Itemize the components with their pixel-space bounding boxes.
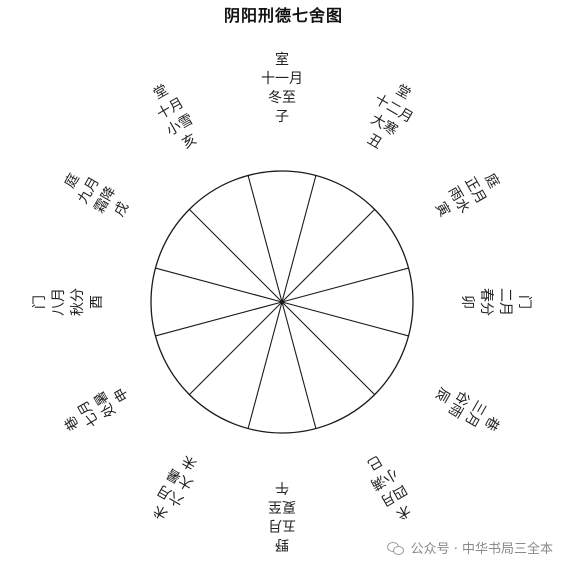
sector-label-line: 巳 [364,452,384,473]
sector-label-line: 室 [275,51,289,68]
sector-divider [281,301,376,396]
sector-label-line: 春分 [478,288,494,316]
sector-divider [247,301,283,429]
sector-divider [247,175,283,303]
sector-divider [281,175,317,303]
sector-divider [281,301,409,337]
sector-divider [281,267,409,303]
sector-divider [188,208,283,303]
sector-label-line: 酉 [89,295,105,309]
sector-label-line: 申 [111,384,132,404]
sector-label-line: 巷 [62,413,83,433]
sector-divider [155,301,283,337]
sector-label-line: 冬至 [268,90,296,106]
sector-label-line: 庭 [481,170,503,191]
page-title: 阴阳刑德七舍图 [223,6,343,25]
sector-label-line: 寅 [432,199,454,220]
sector-label-line: 十一月 [261,71,303,87]
sector-label-line: 未 [179,452,199,473]
sector-label-line: 卯 [459,295,475,309]
sector-label-line: 门 [516,295,532,309]
sector-label-line: 秋分 [70,288,86,316]
sector-label-line: 庭 [61,170,83,191]
sector-label-line: 子 [275,109,289,125]
outer-circle [150,170,414,434]
sector-divider [281,208,376,303]
sector-label-line: 门 [32,295,48,309]
sector-label-line: 巷 [481,413,502,433]
wheel [150,170,414,434]
sector-label-line: 戌 [111,199,132,219]
sector-label-line: 堂 [393,82,413,103]
sector-label-9: 门八月秋分酉 [32,288,105,316]
wechat-icon [386,541,405,555]
sector-label-line: 术 [151,501,171,522]
sector-label-line: 五月 [268,517,296,533]
sector-divider [155,267,283,303]
sector-label-line: 二月 [497,288,513,316]
sector-label-line: 野 [275,536,289,552]
sector-label-line: 堂 [151,82,171,103]
sector-label-line: 辰 [432,384,453,404]
watermark: 公众号 · 中华书局三全本 [386,538,553,557]
sector-label-line: 八月 [51,288,67,316]
sector-label-line: 亥 [179,131,199,152]
sector-label-line: 术 [393,501,413,522]
watermark-text: 公众号 · 中华书局三全本 [410,542,553,557]
sector-divider [281,301,317,429]
sector-divider [188,301,283,396]
sector-label-line: 午 [275,479,289,495]
sector-label-line: 丑 [364,131,384,152]
sector-label-line: 夏至 [268,498,296,514]
